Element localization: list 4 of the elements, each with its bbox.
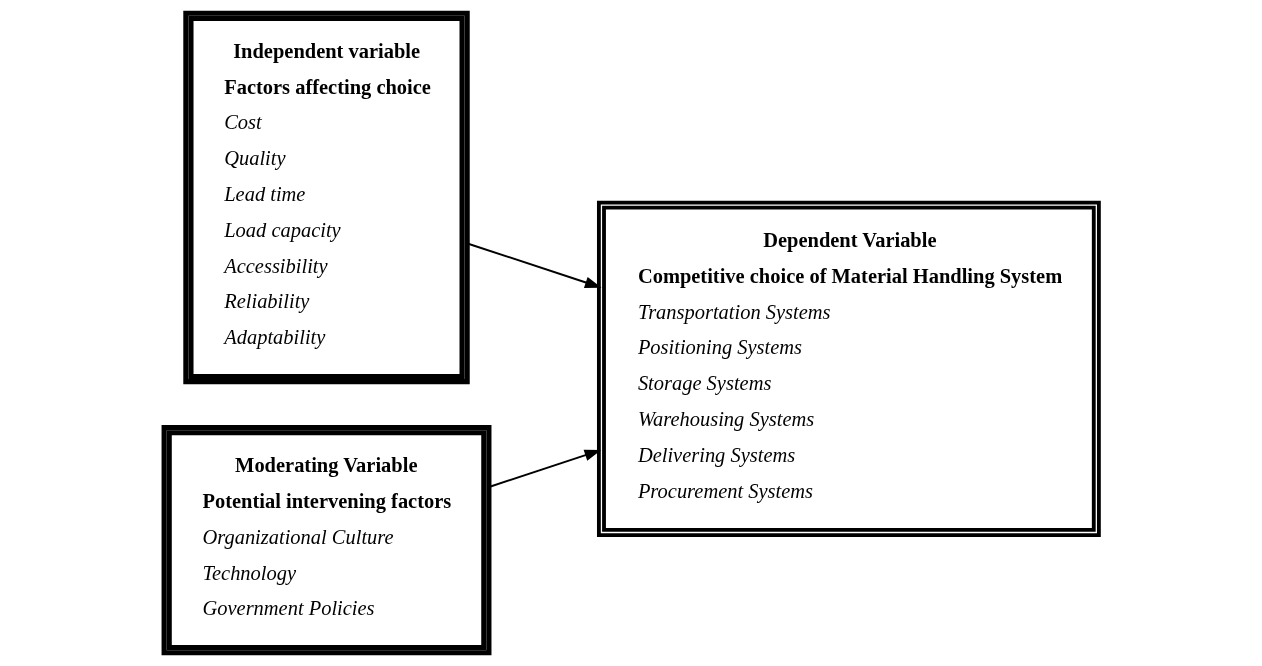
node-box: Moderating Variable Potential intervening factors Organizational Culture Technology Government Policies [161, 425, 491, 656]
node-box: Independent variable Factors affecting choice Cost Quality Lead time Load capacity Accessibility Reliability Adaptability [182, 10, 470, 385]
arrow [466, 242, 602, 289]
node-box: Dependent Variable Competitive choice of Material Handling System Transportation Systems Positioning Systems Storage Systems Warehousing Systems Delivering Systems Procurement Systems [596, 200, 1101, 537]
